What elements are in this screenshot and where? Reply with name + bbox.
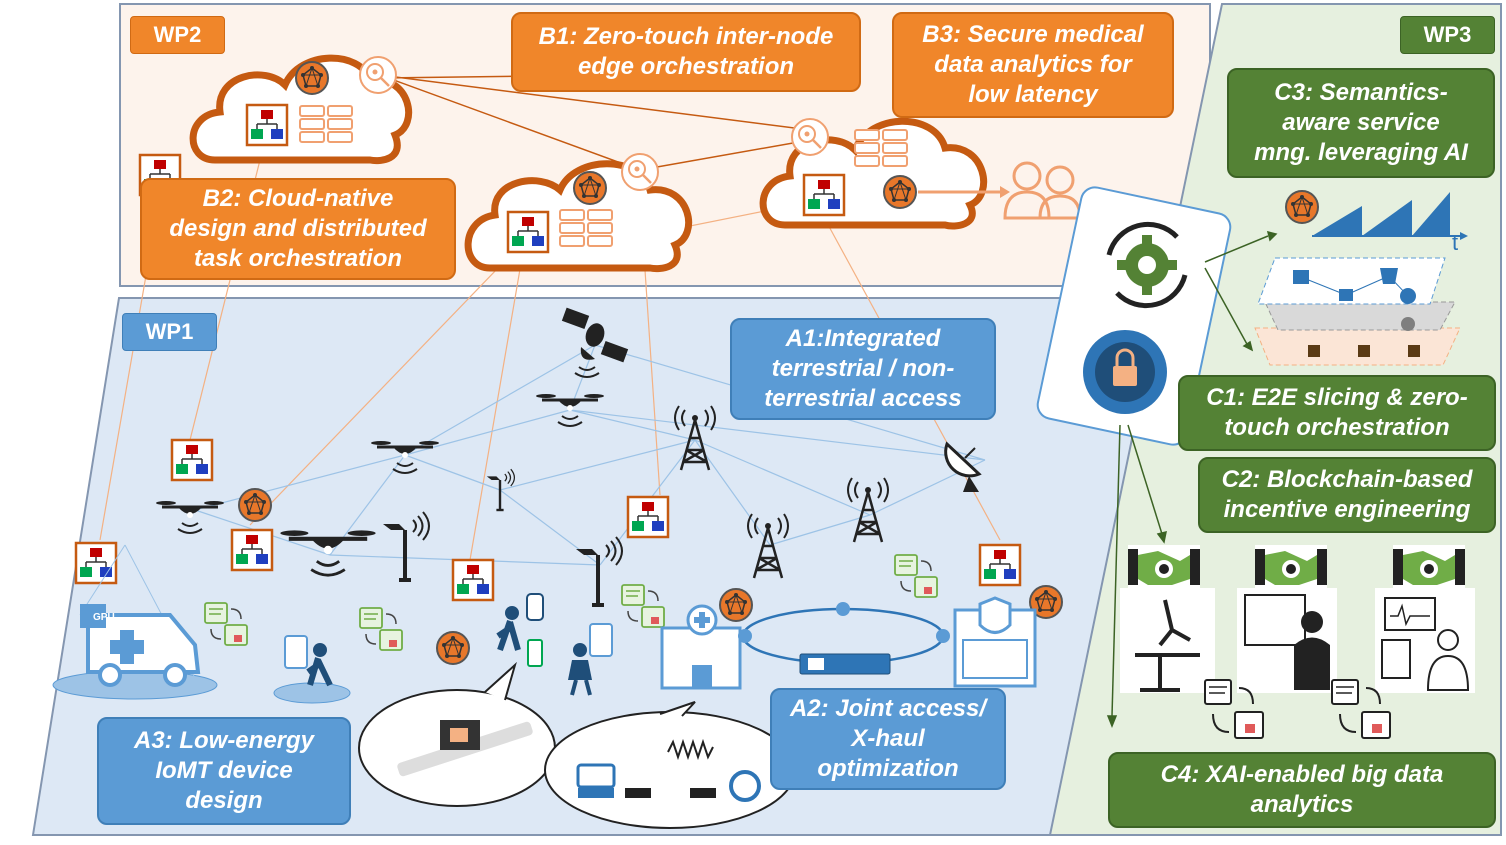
wp3-arrows [1106,230,1278,729]
wp3-label: WP3 [1400,16,1495,54]
time-axis-label: t [1452,230,1458,255]
ai-chip-icon [1285,190,1319,224]
cloud-ai-icon [620,152,660,192]
network-topology-icon [451,558,495,602]
handshake-gear-icon [1255,545,1327,589]
ai-chip-icon [295,61,329,95]
c1-box: C1: E2E slicing & zero- touch orchestrat… [1178,375,1496,451]
satellite-dish-icon [944,441,982,492]
b1-box: B1: Zero-touch inter-node edge orchestra… [511,12,861,92]
b2-box: B2: Cloud-native design and distributed … [140,178,456,280]
handshake-gear-icon [1393,545,1465,589]
hospital-icon [953,596,1037,688]
network-topology-icon [245,103,289,147]
data-analyst-image [1237,588,1337,693]
c2-box: C2: Blockchain-based incentive engineeri… [1198,457,1496,533]
patient-icon [496,593,544,667]
network-topology-icon [230,528,274,572]
network-topology-icon [170,438,214,482]
remote-doctor-image [1375,588,1475,693]
satellite-icon [561,307,629,378]
gear-icon [1106,221,1188,309]
gpu-chip-label: GPU [93,612,115,623]
wearable-sensor-bubble [358,661,556,807]
lock-icon [1083,330,1167,414]
network-topology-icon [74,541,118,585]
arrow [918,186,1010,198]
c3-box: C3: Semantics- aware service mng. levera… [1227,68,1495,178]
c4-box: C4: XAI-enabled big data analytics [1108,752,1496,828]
patient-icon [273,635,351,704]
ai-chip-icon [719,588,753,622]
network-topology-icon [626,495,670,539]
network-topology-icon [978,543,1022,587]
wp2-label: WP2 [130,16,225,54]
b3-box: B3: Secure medical data analytics for lo… [892,12,1174,118]
hospital-icon [660,604,742,690]
handshake-gear-icon [1128,545,1200,589]
x-haul-ring [738,602,950,665]
network-topology-icon [802,173,846,217]
ai-chip-icon [238,488,272,522]
a3-box: A3: Low-energy IoMT device design [97,717,351,825]
ai-chip-icon [883,175,917,209]
patient-icon [568,623,613,696]
wireless-sensing-bubble [544,701,796,829]
network-slicing-layers [1254,257,1461,366]
network-topology-icon [506,210,550,254]
surgical-robot-image [1120,588,1215,693]
ai-chip-icon [573,171,607,205]
switch-icon [799,653,891,675]
wp1-label: WP1 [122,313,217,351]
a1-box: A1:Integrated terrestrial / non- terrest… [730,318,996,420]
cloud-ai-icon [790,117,830,157]
semantic-service-chart [1312,192,1468,240]
ai-chip-icon [436,631,470,665]
ambulance-icon [52,544,218,700]
cloud-ai-icon [358,55,398,95]
a2-box: A2: Joint access/ X-haul optimization [770,688,1006,790]
